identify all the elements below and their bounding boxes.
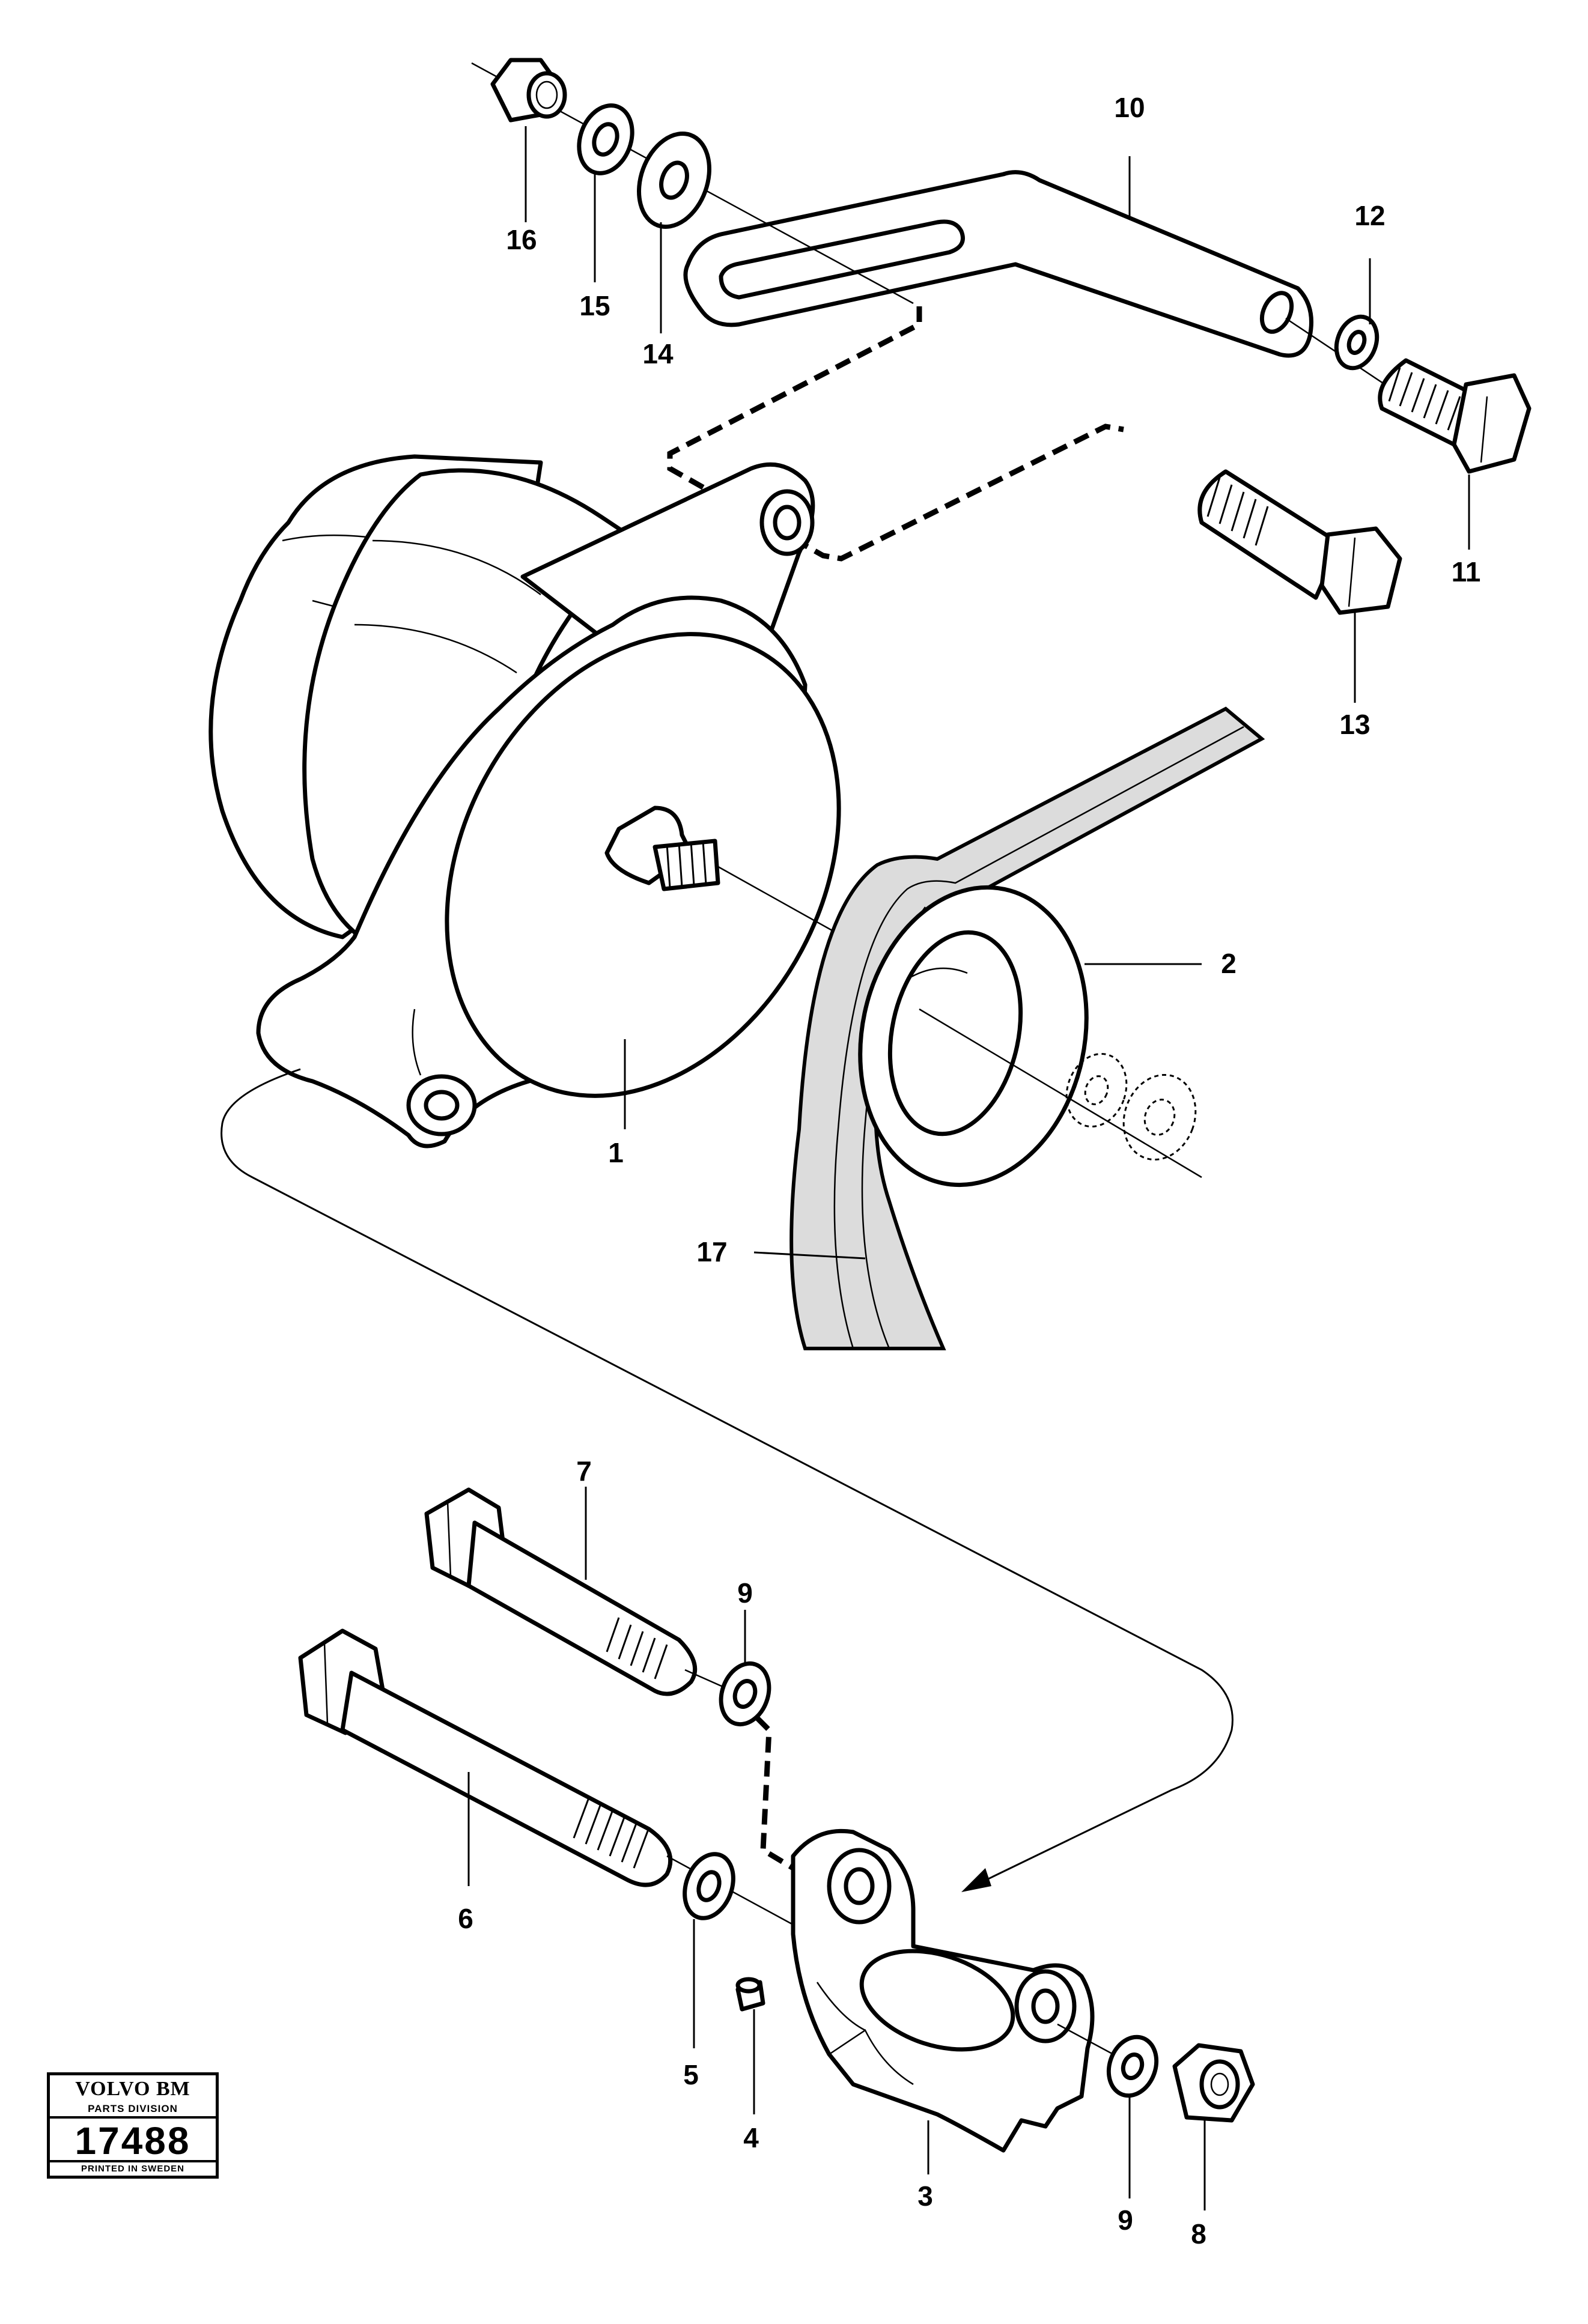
pulley [858,885,1202,1188]
callout-1: 1 [608,1137,624,1168]
washer-15 [577,103,634,175]
callout-17: 17 [696,1236,727,1267]
callout-8: 8 [1191,2218,1206,2250]
callout-2: 2 [1221,948,1237,979]
spring-washer-9-lower [1106,2034,1159,2098]
callout-15: 15 [579,290,610,321]
spring-washer-12 [1285,314,1395,392]
nut-8 [1172,2043,1255,2123]
support-bracket [791,1828,1136,2153]
adjusting-bracket [683,170,1313,358]
spring-washer-5 [683,1852,735,1920]
volvo-bm-logo-box: VOLVO BM PARTS DIVISION 17488 PRINTED IN… [47,2072,219,2179]
shaft-washer-nut-ghost [1065,1052,1197,1161]
callout-9-upper: 9 [737,1577,753,1609]
callout-10: 10 [1114,92,1145,123]
callout-5: 5 [683,2059,699,2090]
assembly-arrowhead [961,1868,991,1892]
callout-12: 12 [1354,200,1385,231]
callout-3: 3 [917,2180,933,2212]
bolt-6 [298,1628,806,1932]
leader-lines [467,126,1470,2210]
logo-number: 17488 [75,2119,191,2162]
bolt-13 [1197,469,1402,615]
nut-16 [471,58,914,305]
assembly-line-lower [221,1068,1234,1887]
alternator [208,454,1070,1148]
callout-16: 16 [506,224,537,255]
bolt-7 [424,1487,740,1696]
pin-4 [735,1977,765,2012]
washer-14 [637,132,711,229]
callout-14: 14 [642,338,674,369]
callout-13: 13 [1339,709,1370,740]
callout-7: 7 [576,1455,592,1487]
callout-6: 6 [458,1903,473,1934]
logo-brand: VOLVO BM [75,2078,190,2100]
logo-footer: PRINTED IN SWEDEN [50,2160,216,2176]
callout-4: 4 [743,2122,759,2153]
spring-washer-9-upper [719,1661,771,1727]
callout-9-lower: 9 [1118,2204,1133,2236]
bolt-11 [1378,358,1532,474]
logo-division: PARTS DIVISION [50,2103,216,2119]
callout-11: 11 [1452,556,1481,587]
assembly-line-upper [667,306,1124,562]
